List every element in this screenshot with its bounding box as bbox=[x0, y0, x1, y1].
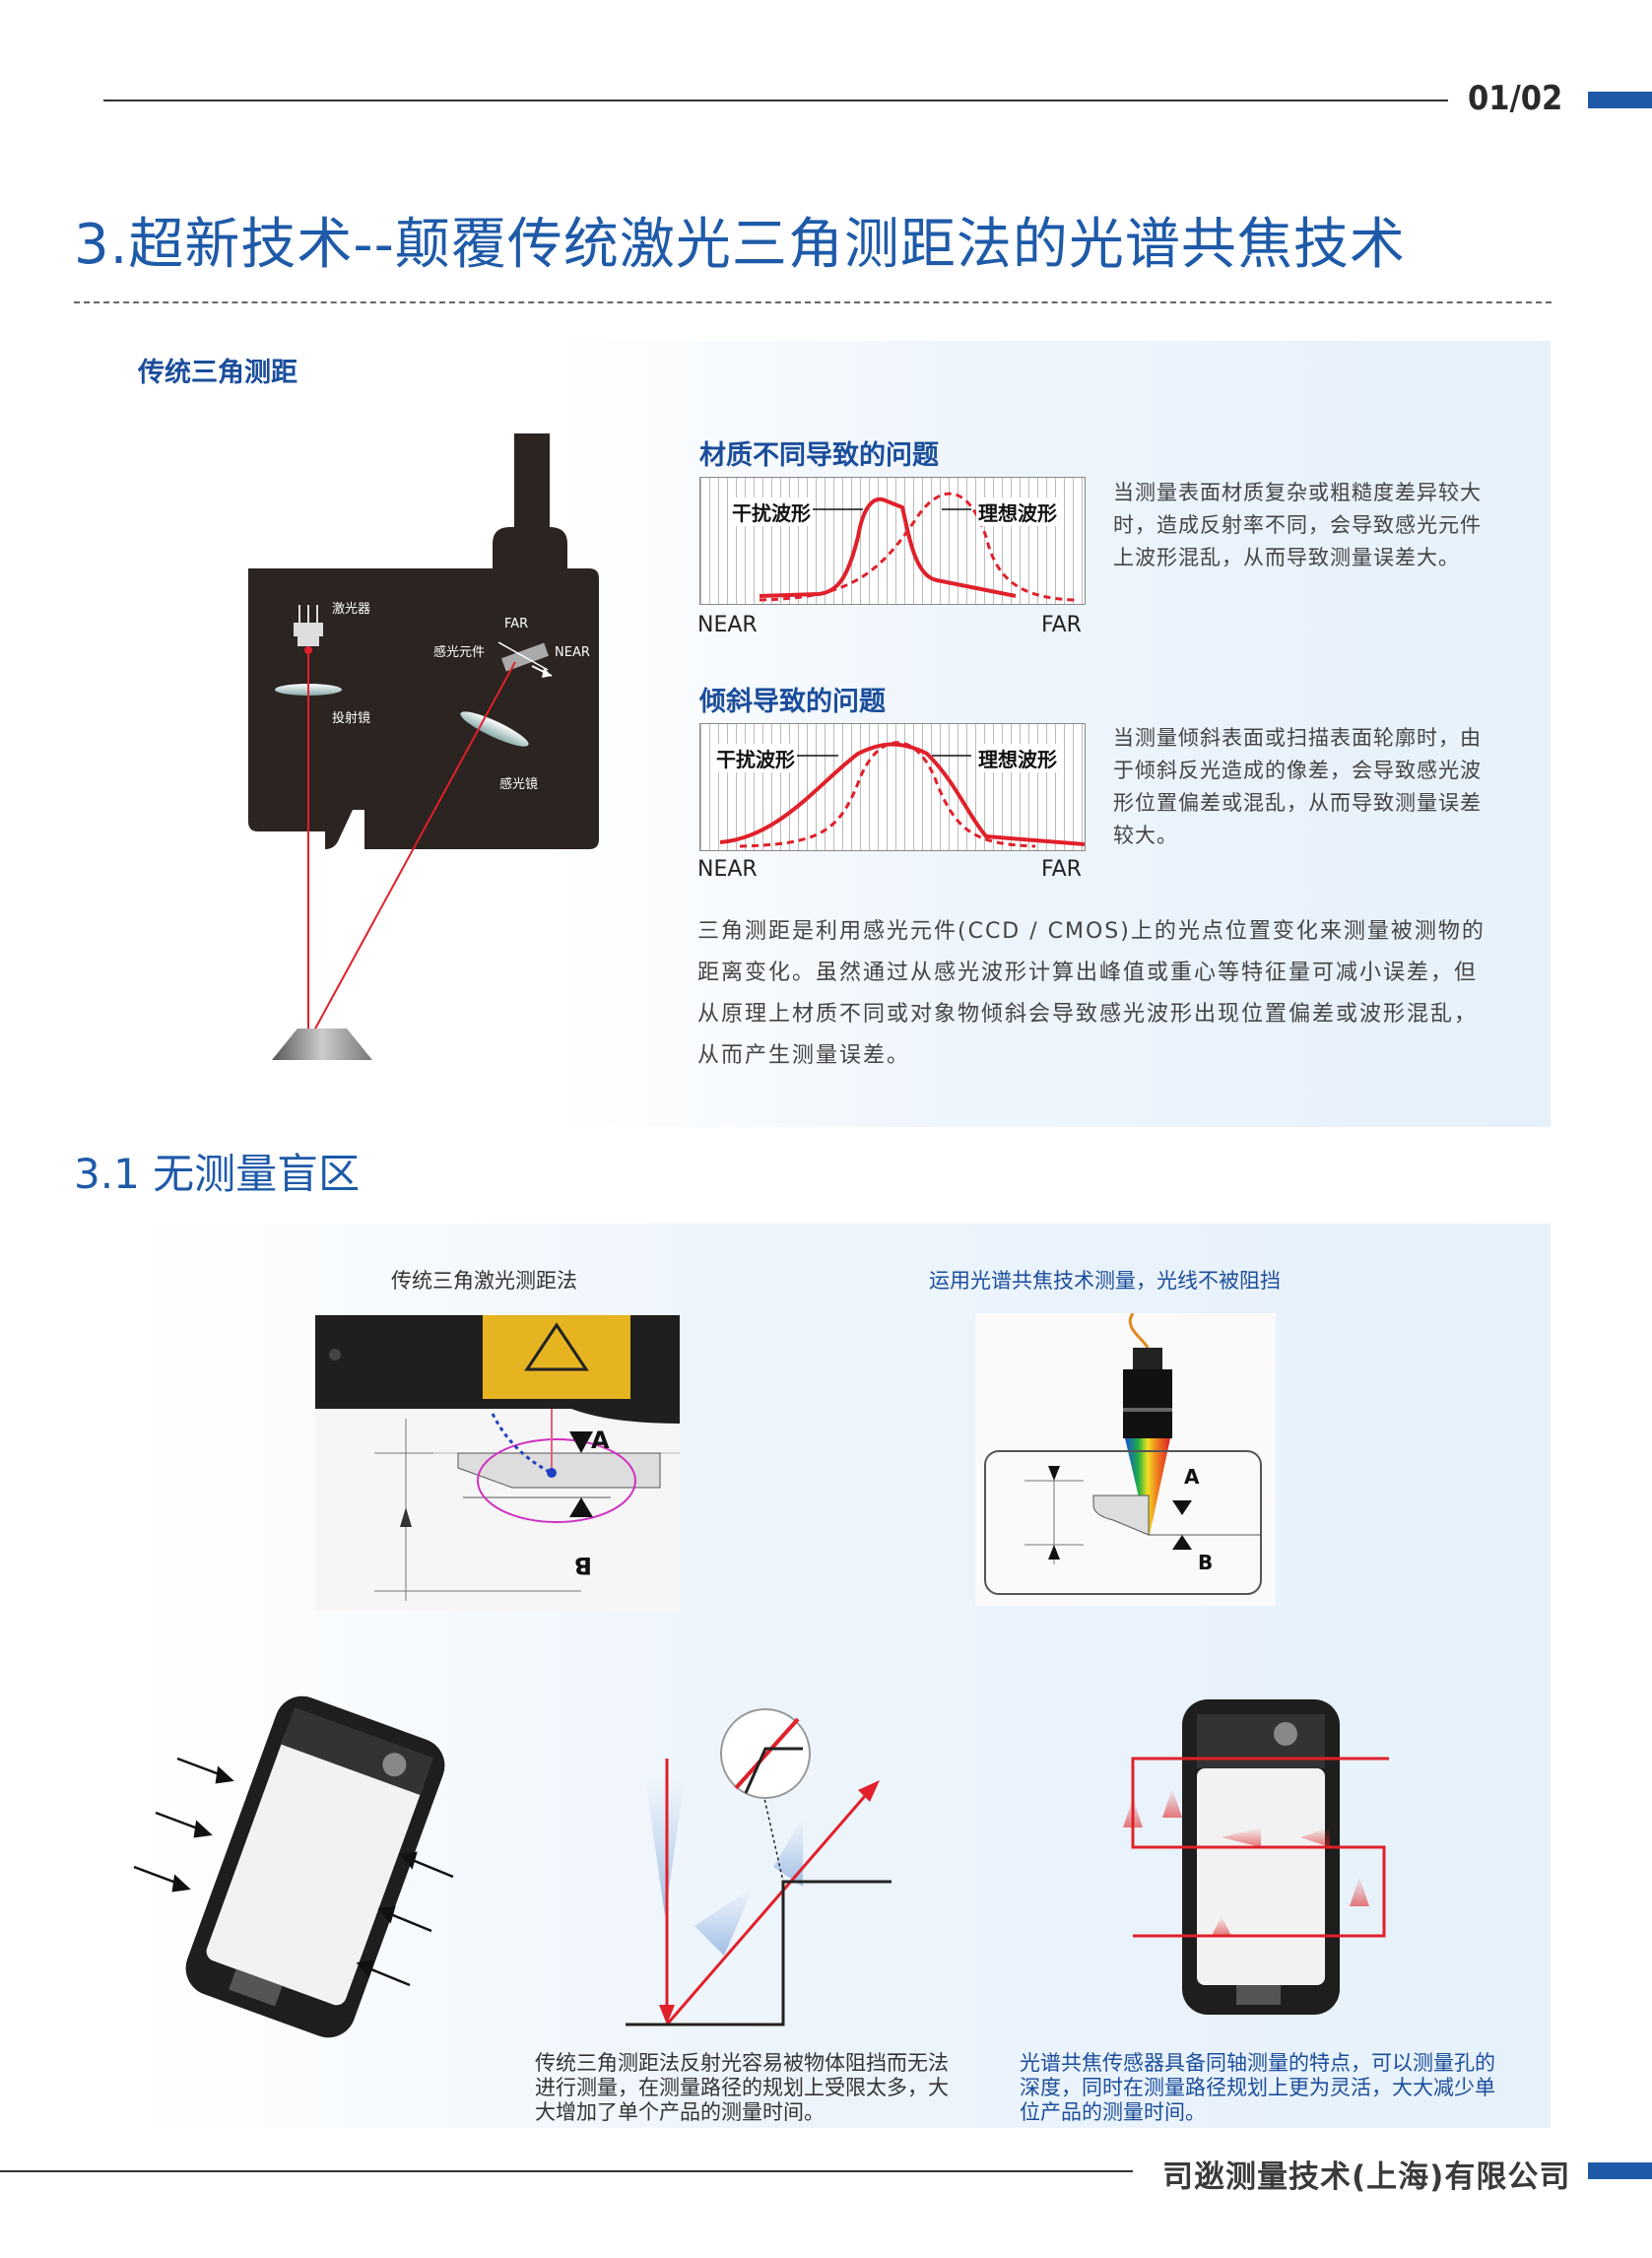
label-receiving-lens: 感光镜 bbox=[499, 777, 539, 792]
label-far: FAR bbox=[504, 617, 529, 631]
confocal-label-b: B bbox=[1198, 1551, 1213, 1574]
traditional-label-b: B bbox=[574, 1552, 592, 1579]
label-projection-lens: 投射镜 bbox=[332, 711, 371, 726]
problem1-axis-far: FAR bbox=[1041, 613, 1082, 637]
label-laser: 激光器 bbox=[332, 602, 371, 617]
right-caption: 运用光谱共焦技术测量，光线不被阻挡 bbox=[929, 1269, 1281, 1293]
label-sensor: 感光元件 bbox=[433, 645, 486, 660]
traditional-blindspot-diagram: A B bbox=[315, 1315, 680, 1611]
phone-frame-side-measurement bbox=[133, 1695, 454, 2038]
device-body bbox=[248, 527, 599, 849]
problem2-waveform-chart: 干扰波形 理想波形 bbox=[699, 723, 1086, 851]
phone-frame-confocal-path bbox=[1123, 1699, 1389, 2015]
problem2-text: 当测量倾斜表面或扫描表面轮廓时，由于倾斜反光造成的像差，会导致感光波形位置偏差或… bbox=[1113, 726, 1482, 847]
label-near: NEAR bbox=[555, 645, 590, 660]
footer-rule bbox=[0, 2170, 1133, 2172]
header-rule bbox=[103, 100, 1448, 101]
page-title: 3.超新技术--颠覆传统激光三角测距法的光谱共焦技术 bbox=[74, 213, 1406, 277]
device-cable bbox=[514, 433, 550, 532]
target-surface bbox=[272, 1029, 372, 1060]
title-divider bbox=[74, 301, 1552, 303]
traditional-label-a: A bbox=[591, 1427, 610, 1454]
reflection-blocking-diagram bbox=[626, 1708, 892, 2026]
footer-accent-bar bbox=[1588, 2162, 1652, 2179]
problem2-heading: 倾斜导致的问题 bbox=[699, 687, 886, 717]
problem1-heading: 材质不同导致的问题 bbox=[699, 440, 939, 471]
problem1-waveform-chart: 干扰波形 理想波形 bbox=[699, 477, 1086, 605]
confocal-measurement-diagram: A B bbox=[975, 1313, 1276, 1606]
left-caption: 传统三角激光测距法 bbox=[391, 1269, 577, 1293]
problem1-label-interference: 干扰波形 bbox=[730, 498, 813, 526]
receiving-lens bbox=[460, 711, 529, 747]
section1-summary: 三角测距是利用感光元件(CCD / CMOS)上的光点位置变化来测量被测物的距离… bbox=[697, 919, 1486, 1068]
section1-heading: 传统三角测距 bbox=[138, 358, 297, 388]
problem2-label-interference: 干扰波形 bbox=[714, 744, 797, 772]
header-accent-bar bbox=[1588, 92, 1652, 108]
company-name: 司逖测量技术(上海)有限公司 bbox=[1162, 2159, 1571, 2195]
problem2-axis-far: FAR bbox=[1041, 857, 1082, 882]
problem2-label-ideal: 理想波形 bbox=[976, 744, 1059, 772]
problem1-axis-near: NEAR bbox=[697, 613, 758, 637]
page-number: 01/02 bbox=[1468, 79, 1563, 118]
bottom-left-text: 传统三角测距法反射光容易被物体阻挡而无法进行测量，在测量路径的规划上受限太多，大… bbox=[535, 2051, 949, 2124]
triangulation-device-diagram bbox=[248, 433, 599, 1060]
confocal-label-a: A bbox=[1184, 1465, 1200, 1489]
problem2-axis-near: NEAR bbox=[697, 857, 758, 882]
problem1-text: 当测量表面材质复杂或粗糙度差异较大时，造成反射率不同，会导致感光元件上波形混乱，… bbox=[1113, 481, 1482, 569]
bottom-right-text: 光谱共焦传感器具备同轴测量的特点，可以测量孔的深度，同时在测量路径规划上更为灵活… bbox=[1020, 2051, 1495, 2124]
section2-heading: 3.1 无测量盲区 bbox=[74, 1150, 361, 1198]
problem1-label-ideal: 理想波形 bbox=[976, 498, 1059, 526]
